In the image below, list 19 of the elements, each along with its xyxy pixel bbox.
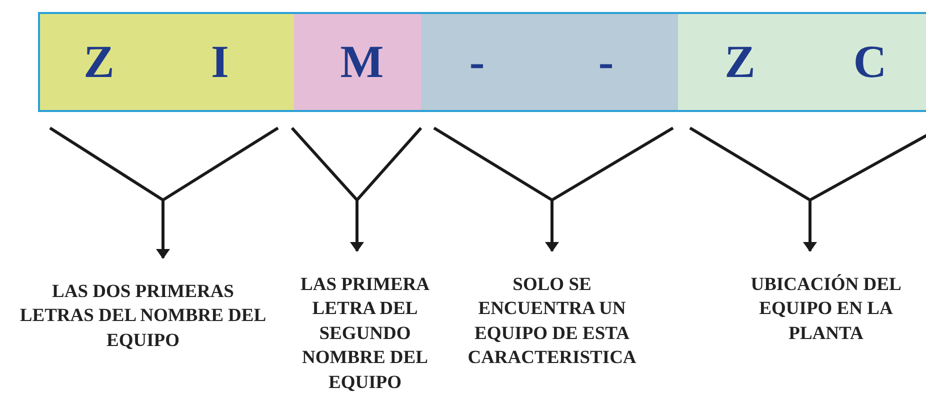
description-text: LAS DOS PRIMERAS LETRAS DEL NOMBRE DEL EQUIPO	[18, 280, 268, 354]
bracket-arrow	[432, 126, 674, 252]
code-character: Z	[724, 39, 756, 85]
code-segment	[678, 12, 926, 112]
code-character: M	[340, 39, 384, 85]
code-segment	[38, 12, 294, 112]
code-character: C	[853, 39, 887, 85]
bracket-arrow	[290, 126, 422, 252]
code-segment	[294, 12, 421, 112]
code-segment	[421, 12, 678, 112]
code-character: I	[211, 39, 229, 85]
description-text: SOLO SE ENCUENTRA UN EQUIPO DE ESTA CARACTERISTICA	[452, 273, 652, 371]
bracket-arrow	[48, 126, 280, 260]
code-character: -	[598, 39, 614, 85]
description-text: LAS PRIMERA LETRA DEL SEGUNDO NOMBRE DEL EQUIPO	[280, 273, 450, 396]
bracket-arrow	[688, 126, 926, 252]
code-character: Z	[84, 39, 114, 85]
description-text: UBICACIÓN DEL EQUIPO EN LA PLANTA	[726, 273, 926, 346]
code-character: -	[469, 39, 485, 85]
